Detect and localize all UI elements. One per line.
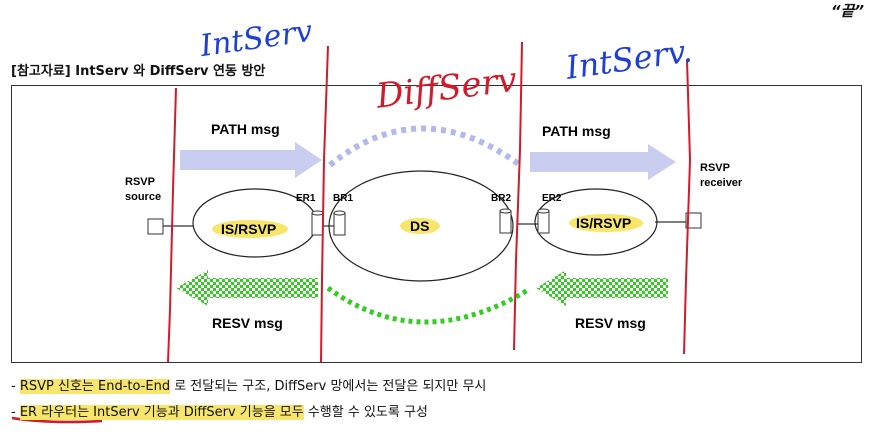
rsvp-receiver-label: RSVP bbox=[700, 162, 730, 174]
is-rsvp-left-label: IS/RSVP bbox=[221, 221, 276, 237]
br1-label: BR1 bbox=[333, 193, 353, 204]
rsvp-source-host bbox=[147, 218, 164, 235]
diagram-frame bbox=[11, 85, 862, 363]
er2-router bbox=[537, 208, 550, 234]
path-msg-left-label: PATH msg bbox=[211, 121, 280, 137]
is-rsvp-right-label: IS/RSVP bbox=[576, 215, 631, 231]
end-mark: “끝” bbox=[830, 2, 864, 20]
note-line-1: - RSVP 신호는 End-to-End 로 전달되는 구조, DiffSer… bbox=[11, 375, 486, 394]
note-line-2: - ER 라우터는 IntServ 기능과 DiffServ 기능을 모두 수행… bbox=[11, 401, 428, 420]
is-rsvp-left-highlight bbox=[212, 220, 288, 238]
rsvp-source-label-2: source bbox=[125, 191, 161, 203]
resv-arrow-right bbox=[536, 270, 668, 306]
path-dotted-arc bbox=[328, 125, 522, 168]
is-rsvp-right-highlight bbox=[569, 214, 643, 232]
annotation-line-2 bbox=[320, 45, 329, 363]
ds-highlight bbox=[400, 218, 440, 234]
resv-msg-right-label: RESV msg bbox=[575, 315, 646, 331]
annotation-underline bbox=[11, 416, 103, 424]
handwritten-intserv-left: IntServ bbox=[197, 14, 315, 65]
annotation-line-1 bbox=[167, 87, 177, 363]
path-arrow-right bbox=[530, 144, 676, 180]
note-2-prefix: - bbox=[11, 405, 20, 420]
ds-domain bbox=[328, 170, 514, 282]
rsvp-receiver-host bbox=[685, 212, 702, 229]
note-2-text: 수행할 수 있도록 구성 bbox=[303, 405, 428, 420]
resv-msg-left-label: RESV msg bbox=[212, 315, 283, 331]
path-msg-right-label: PATH msg bbox=[542, 123, 611, 139]
er2-label: ER2 bbox=[542, 193, 562, 204]
path-arrow-left bbox=[180, 142, 322, 178]
br1-router bbox=[333, 210, 346, 236]
resv-arrow-left bbox=[176, 270, 318, 306]
br2-label: BR2 bbox=[491, 193, 511, 204]
er1-router bbox=[311, 210, 324, 236]
annotation-line-4 bbox=[683, 59, 692, 355]
er1-label: ER1 bbox=[296, 193, 316, 204]
handwritten-diffserv: DiffServ bbox=[373, 60, 519, 117]
ds-label: DS bbox=[410, 218, 429, 234]
note-1-highlight: RSVP 신호는 End-to-End bbox=[19, 379, 171, 394]
is-rsvp-right-domain bbox=[534, 188, 658, 256]
resv-dotted-arc bbox=[326, 285, 530, 325]
rsvp-source-label: RSVP bbox=[125, 176, 155, 188]
br2-router bbox=[499, 208, 512, 234]
note-2-highlight: ER 라우터는 IntServ 기능과 DiffServ 기능을 모두 bbox=[19, 405, 304, 420]
handwritten-intserv-right: IntServ. bbox=[563, 32, 695, 87]
page-heading: [참고자료] IntServ 와 DiffServ 연동 방안 bbox=[11, 64, 266, 79]
annotation-line-3 bbox=[513, 41, 523, 351]
note-1-text: 로 전달되는 구조, DiffServ 망에서는 전달은 되지만 무시 bbox=[170, 379, 487, 394]
rsvp-receiver-label-2: receiver bbox=[700, 177, 743, 189]
note-1-prefix: - bbox=[11, 379, 20, 394]
